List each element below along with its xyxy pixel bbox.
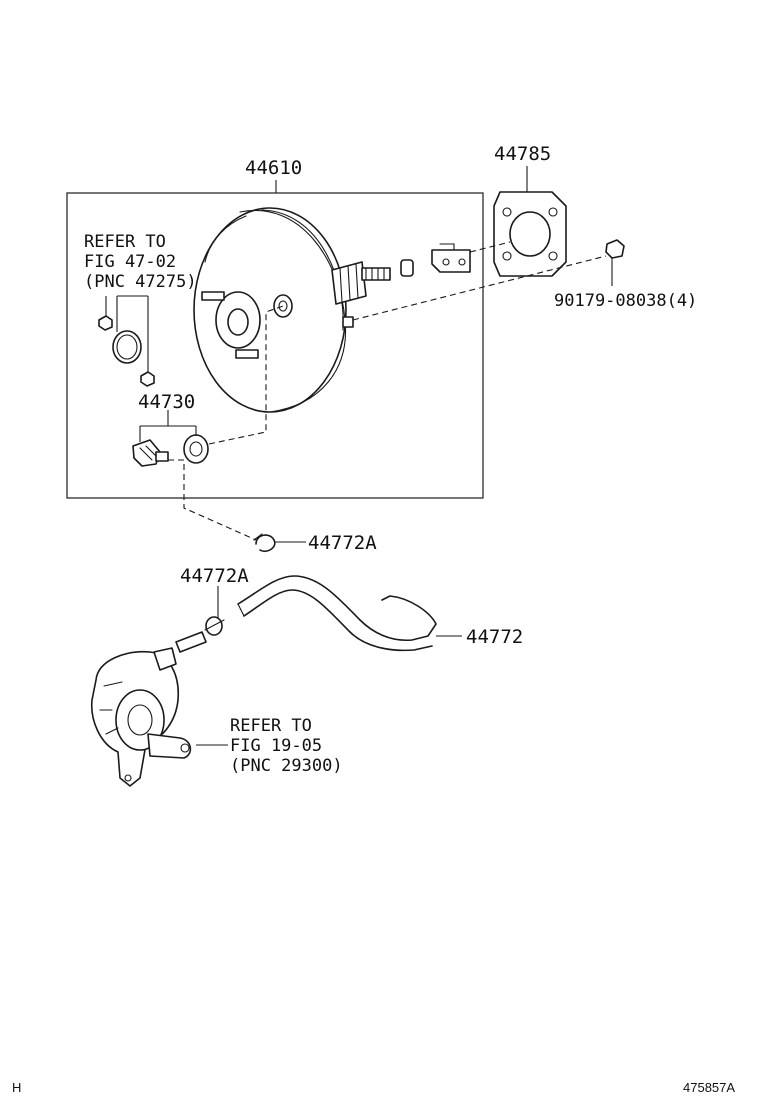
assembly-frame — [66, 192, 484, 499]
mounting-nut[interactable] — [605, 239, 625, 259]
clevis[interactable] — [400, 243, 471, 277]
gasket[interactable] — [493, 191, 567, 277]
label-clip-lower: 44772A — [180, 565, 249, 587]
label-booster: 44610 — [245, 157, 302, 179]
label-nut: 90179-08038(4) — [554, 291, 697, 311]
vacuum-pump[interactable] — [90, 631, 207, 787]
label-gasket: 44785 — [494, 143, 551, 165]
label-hose: 44772 — [466, 626, 523, 648]
vacuum-hose[interactable] — [237, 575, 437, 652]
footer-right: 475857A — [683, 1080, 735, 1095]
footer-left: H — [12, 1080, 21, 1095]
label-clip-upper: 44772A — [308, 532, 377, 554]
ref-master-cylinder-line2: FIG 47-02 — [84, 252, 176, 272]
ref-vacuum-pump-line3: (PNC 29300) — [230, 756, 343, 776]
hose-clip-upper[interactable] — [253, 533, 276, 553]
label-check-valve: 44730 — [138, 391, 195, 413]
hose-clip-lower[interactable] — [204, 616, 225, 636]
brake-booster[interactable] — [193, 207, 391, 413]
master-cylinder-seal[interactable] — [98, 315, 155, 387]
ref-master-cylinder-line3: (PNC 47275) — [84, 272, 197, 292]
check-valve[interactable] — [132, 434, 209, 467]
ref-vacuum-pump-line1: REFER TO — [230, 716, 312, 736]
ref-vacuum-pump-line2: FIG 19-05 — [230, 736, 322, 756]
ref-master-cylinder-line1: REFER TO — [84, 232, 166, 252]
